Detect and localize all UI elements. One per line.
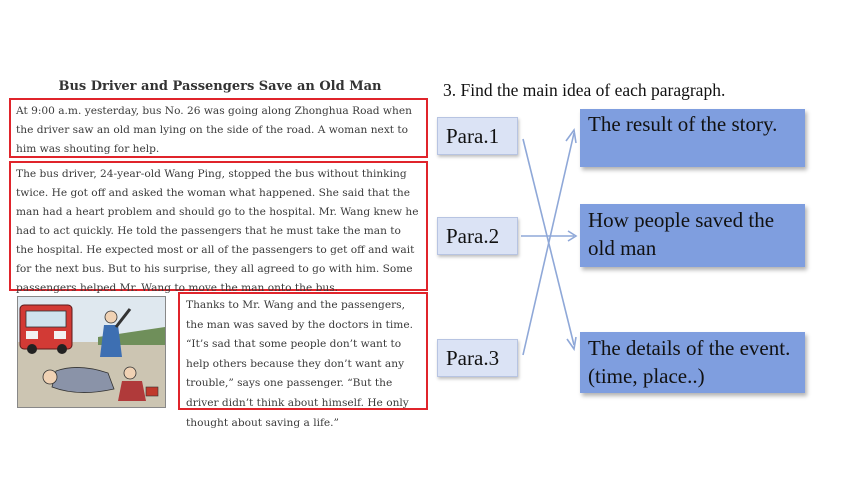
illustration-image	[17, 296, 166, 408]
task-instruction: 3. Find the main idea of each paragraph.	[443, 80, 726, 100]
arrow-para3-to-idea1	[522, 132, 575, 356]
idea-how-saved-box[interactable]: How people saved the old man	[580, 204, 805, 267]
idea-result-box[interactable]: The result of the story.	[580, 109, 805, 167]
arrowhead-idea1	[565, 127, 577, 144]
paragraph-2-box: The bus driver, 24-year-old Wang Ping, s…	[9, 161, 428, 294]
para-2-label[interactable]: Para.2	[437, 217, 518, 255]
paragraph-1-box: At 9:00 a.m. yesterday, bus No. 26 was g…	[9, 98, 428, 158]
arrowhead-idea2	[567, 230, 578, 242]
arrowhead-idea3	[566, 336, 577, 352]
paragraph-3-box: Thanks to Mr. Wang and the passengers, t…	[178, 292, 428, 429]
rescue-scene-illustration	[18, 297, 165, 407]
para-1-label[interactable]: Para.1	[437, 117, 518, 155]
article-title: Bus Driver and Passengers Save an Old Ma…	[58, 79, 382, 94]
para-3-label[interactable]: Para.3	[437, 339, 518, 377]
idea-details-box[interactable]: The details of the event. (time, place..…	[580, 332, 805, 393]
